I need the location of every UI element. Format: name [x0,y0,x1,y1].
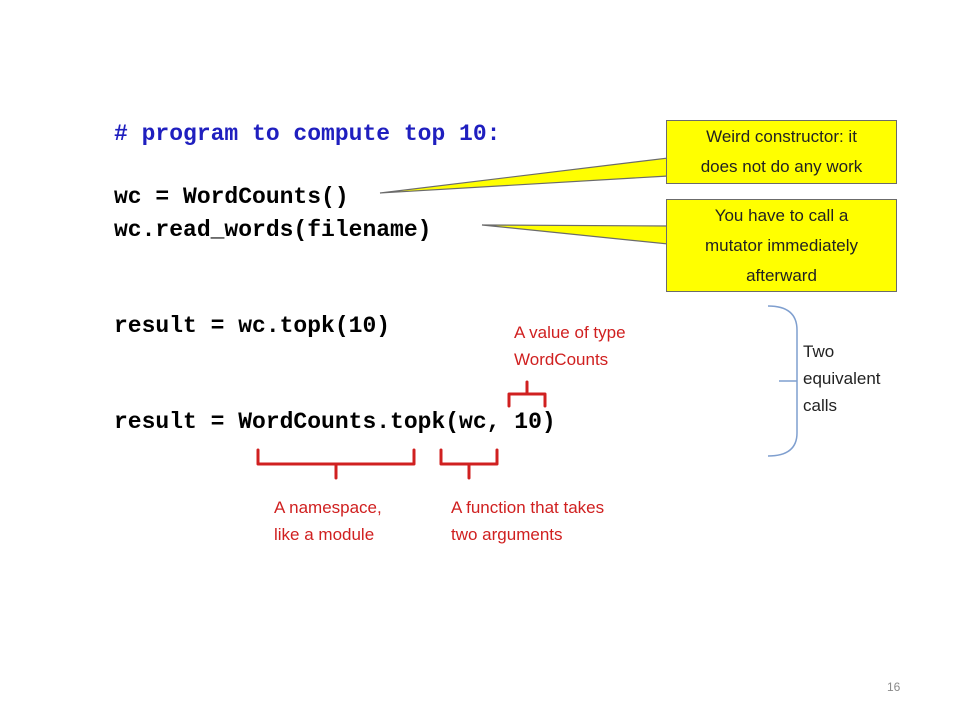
note-namespace-line: like a module [274,525,375,544]
callout-mutator-line: You have to call a [714,206,849,225]
note-function: A function that takes two arguments [451,494,604,548]
note-equivalent-line: equivalent [803,369,881,388]
namespace-brace [256,448,416,480]
note-value-type-line: A value of type [514,323,626,342]
callout-mutator: You have to call a mutator immediately a… [666,199,897,292]
callout-constructor-line: does not do any work [700,157,863,176]
note-equivalent-line: calls [803,396,838,415]
function-brace [439,448,499,480]
callout-constructor-line: Weird constructor: it [706,127,857,146]
note-namespace: A namespace, like a module [274,494,382,548]
code-line-read-words: wc.read_words(filename) [114,217,432,243]
equivalent-calls-bracket [767,305,798,457]
code-line-constructor: wc = WordCounts() [114,184,349,210]
code-line-function-call: result = WordCounts.topk(wc, 10) [114,409,556,435]
callout-constructor: Weird constructor: it does not do any wo… [666,120,897,184]
callout-mutator-line: afterward [746,266,817,285]
page-number: 16 [887,680,901,694]
note-value-type-line: WordCounts [514,350,609,369]
callout-pointer-mutator [481,224,669,245]
note-function-line: two arguments [451,525,563,544]
note-function-line: A function that takes [451,498,605,517]
note-equivalent-line: Two [803,342,835,361]
code-line-method-call: result = wc.topk(10) [114,313,391,339]
callout-mutator-line: mutator immediately [704,236,859,255]
note-namespace-line: A namespace, [274,498,382,517]
note-value-type: A value of type WordCounts [514,319,626,373]
value-brace [507,380,547,408]
note-equivalent-calls: Two equivalent calls [803,338,881,419]
callout-pointer-constructor [379,157,669,194]
code-comment: # program to compute top 10: [114,121,501,147]
